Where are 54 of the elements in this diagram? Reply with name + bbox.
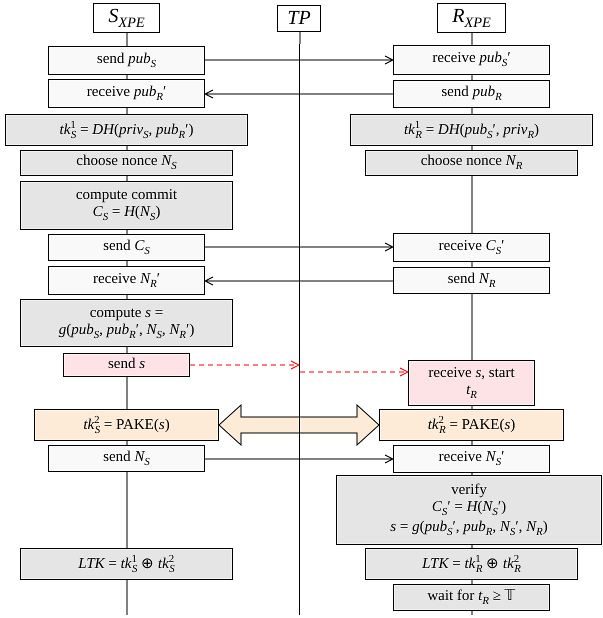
- step-text: compute commit: [76, 187, 178, 204]
- step-box: tk$^{2}$$_{R}$ = PAKE(s): [379, 409, 564, 441]
- step-text: g(pub$_{S}$, pub$_{R}$′, N$_{S}$, N$_{R}$′): [58, 322, 194, 342]
- step-box: receive pub$_{S}$′: [393, 45, 550, 75]
- step-box: send N$_{S}$: [48, 445, 205, 472]
- step-box: send C$_{S}$: [48, 234, 205, 261]
- lifeline-segment: [126, 108, 128, 114]
- lifeline-segment: [126, 580, 128, 616]
- step-box: receive s, start t$_{R}$: [408, 360, 535, 406]
- process-box: choose nonce N$_{S}$: [20, 150, 233, 176]
- process-box: tk$^{1}$$_{S}$ = DH(priv$_{S}$, pub$_{R}$′): [5, 114, 248, 146]
- process-box: wait for t$_{R}$ ≥ 𝕋: [393, 584, 550, 611]
- lifeline-segment: [126, 472, 128, 548]
- step-text: compute s =: [90, 304, 164, 322]
- message-arrow: [204, 242, 394, 252]
- lifeline-segment: [126, 230, 128, 234]
- lifeline-segment: [126, 32, 128, 46]
- step-text: verify: [451, 482, 487, 500]
- lifeline-segment: [126, 74, 128, 80]
- lifeline-segment: [126, 146, 128, 150]
- step-box: send pub$_{S}$: [48, 46, 205, 75]
- step-text: C$_{S}$ = H(N$_{S}$): [92, 204, 160, 224]
- message-arrow: [204, 276, 394, 286]
- step-text: C$_{S}$′ = H(N$_{S}$′): [432, 499, 506, 519]
- message-arrow: [190, 360, 300, 370]
- message-arrow: [204, 90, 394, 98]
- lifeline-header: TP: [277, 5, 321, 32]
- message-arrow: [204, 56, 394, 64]
- process-box: [20, 299, 233, 347]
- lifeline-header: R$_{XPE}$: [437, 3, 506, 33]
- message-arrow: [300, 368, 408, 376]
- process-box: [20, 181, 233, 230]
- lifeline: [299, 44, 300, 615]
- process-box: choose nonce N$_{R}$: [365, 150, 578, 176]
- step-box: send N$_{R}$: [393, 267, 550, 294]
- lifeline-segment: [126, 176, 128, 182]
- message-arrow: [204, 454, 394, 464]
- lifeline-segment: [126, 260, 128, 266]
- step-box: receive N$_{R}$′: [48, 266, 205, 295]
- step-box: send pub$_{R}$: [393, 80, 550, 108]
- step-box: send s: [63, 353, 190, 377]
- step-box: receive N$_{S}$′: [393, 445, 550, 473]
- step-box: tk$^{2}$$_{S}$ = PAKE(s): [34, 409, 219, 441]
- lifeline-segment: [126, 376, 128, 410]
- step-box: receive pub$_{R}$′: [48, 79, 205, 108]
- lifeline-segment: [126, 294, 128, 300]
- process-box: [336, 475, 602, 545]
- lifeline-segment: [126, 440, 128, 446]
- process-box: tk$^{1}$$_{R}$ = DH(pub$_{S}$′, priv$_{R}$): [350, 114, 593, 146]
- step-box: receive C$_{S}$′: [393, 233, 550, 262]
- step-text: s = g(pub$_{S}$′, pub$_{R}$, N$_{S}$′, N$_{R}$): [390, 518, 548, 538]
- double-block-arrow: [218, 404, 380, 446]
- lifeline-segment: [126, 346, 128, 354]
- lifeline-header: S$_{XPE}$: [93, 3, 160, 33]
